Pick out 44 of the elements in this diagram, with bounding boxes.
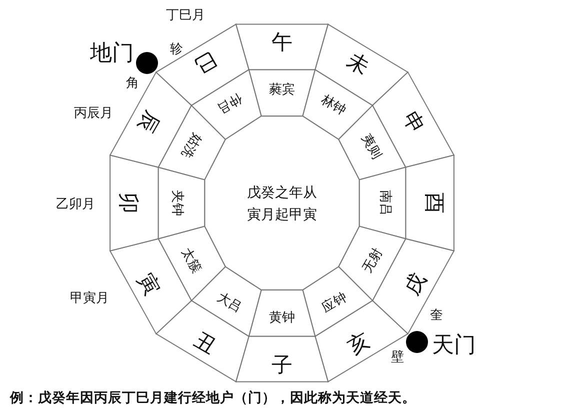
month-label: 甲寅月 — [70, 290, 109, 307]
pitch-label: 夷则 — [358, 132, 384, 162]
branch-label: 亥 — [344, 328, 374, 359]
pitch-label: 太簇 — [178, 246, 204, 276]
month-label: 丙辰月 — [74, 105, 113, 122]
lodge-label: 轸 — [170, 41, 183, 58]
inner-ring-segment — [158, 166, 206, 240]
branch-label: 酉 — [422, 192, 446, 214]
branch-label: 子 — [272, 353, 292, 378]
branch-label: 丑 — [190, 328, 220, 359]
outer-ring-segment — [235, 336, 329, 382]
inner-ring-segment — [248, 289, 316, 337]
branch-label: 寅 — [133, 268, 165, 300]
branch-label: 辰 — [133, 106, 165, 138]
gate-label: 地门 — [90, 40, 134, 68]
branch-label: 未 — [343, 48, 374, 80]
pitch-label: 应钟 — [320, 290, 350, 316]
dot-marker — [136, 52, 158, 74]
lodge-label: 角 — [126, 75, 139, 92]
center-text: 戊癸之年从寅月起甲寅 — [247, 184, 317, 224]
pitch-label: 黄钟 — [269, 310, 295, 326]
pitch-label: 大吕 — [214, 290, 244, 316]
pitch-label: 仲吕 — [214, 90, 244, 116]
branch-label: 卯 — [116, 192, 140, 214]
pitch-label: 蕤宾 — [269, 82, 295, 98]
pitch-label: 姑洗 — [178, 130, 204, 160]
month-label: 乙卯月 — [56, 196, 95, 213]
lodge-label: 奎 — [430, 307, 443, 324]
center-polygon — [204, 116, 360, 290]
branch-label: 巳 — [190, 47, 220, 78]
inner-ring-segment — [358, 166, 406, 240]
caption: 例：戊癸年因丙辰丁巳月建行经地户（门），因此称为天道经天。 — [10, 389, 416, 407]
dot-marker — [406, 331, 428, 353]
pitch-label: 南吕 — [377, 190, 392, 216]
pitch-label: 无射 — [360, 246, 386, 276]
branch-label: 戌 — [399, 268, 431, 300]
branch-label: 申 — [398, 107, 430, 138]
pitch-label: 夹钟 — [169, 190, 184, 216]
gate-label: 天门 — [432, 332, 476, 360]
month-label: 丁巳月 — [166, 7, 205, 24]
outer-ring-segment — [235, 24, 329, 70]
branch-label: 午 — [272, 30, 292, 54]
pitch-label: 林钟 — [318, 92, 348, 118]
lodge-label: 壁 — [391, 349, 404, 366]
